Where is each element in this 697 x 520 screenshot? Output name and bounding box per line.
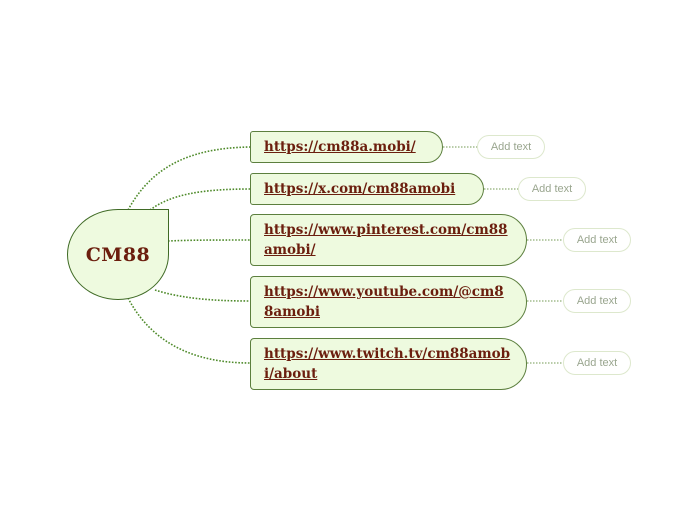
add-text-node-3[interactable]: Add text bbox=[563, 228, 631, 252]
branch-node-4[interactable]: https://www.youtube.com/@cm88amobi bbox=[250, 276, 527, 328]
add-text-node-2[interactable]: Add text bbox=[518, 177, 586, 201]
connector-root-branch-3 bbox=[167, 239, 251, 242]
add-text-label-4: Add text bbox=[576, 295, 618, 307]
branch-link-3[interactable]: https://www.pinterest.com/cm88amobi/ bbox=[264, 222, 508, 258]
branch-node-2[interactable]: https://x.com/cm88amobi bbox=[250, 173, 484, 205]
branch-link-5[interactable]: https://www.twitch.tv/cm88amobi/about bbox=[264, 346, 511, 382]
branch-link-4[interactable]: https://www.youtube.com/@cm88amobi bbox=[264, 284, 504, 320]
branch-node-3[interactable]: https://www.pinterest.com/cm88amobi/ bbox=[250, 214, 527, 266]
add-text-label-1: Add text bbox=[490, 141, 532, 153]
root-label: CM88 bbox=[85, 243, 151, 266]
root-node[interactable]: CM88 bbox=[67, 209, 169, 300]
connector-root-branch-5 bbox=[127, 297, 251, 364]
connector-root-branch-1 bbox=[127, 146, 251, 211]
branch-link-1[interactable]: https://cm88a.mobi/ bbox=[264, 139, 416, 155]
add-text-label-5: Add text bbox=[576, 357, 618, 369]
add-text-node-5[interactable]: Add text bbox=[563, 351, 631, 375]
branch-link-2[interactable]: https://x.com/cm88amobi bbox=[264, 181, 456, 197]
branch-node-1[interactable]: https://cm88a.mobi/ bbox=[250, 131, 443, 163]
add-text-node-4[interactable]: Add text bbox=[563, 289, 631, 313]
connector-root-branch-4 bbox=[154, 289, 251, 302]
connector-root-branch-2 bbox=[149, 188, 251, 211]
add-text-label-3: Add text bbox=[576, 234, 618, 246]
add-text-label-2: Add text bbox=[531, 183, 573, 195]
add-text-node-1[interactable]: Add text bbox=[477, 135, 545, 159]
branch-node-5[interactable]: https://www.twitch.tv/cm88amobi/about bbox=[250, 338, 527, 390]
